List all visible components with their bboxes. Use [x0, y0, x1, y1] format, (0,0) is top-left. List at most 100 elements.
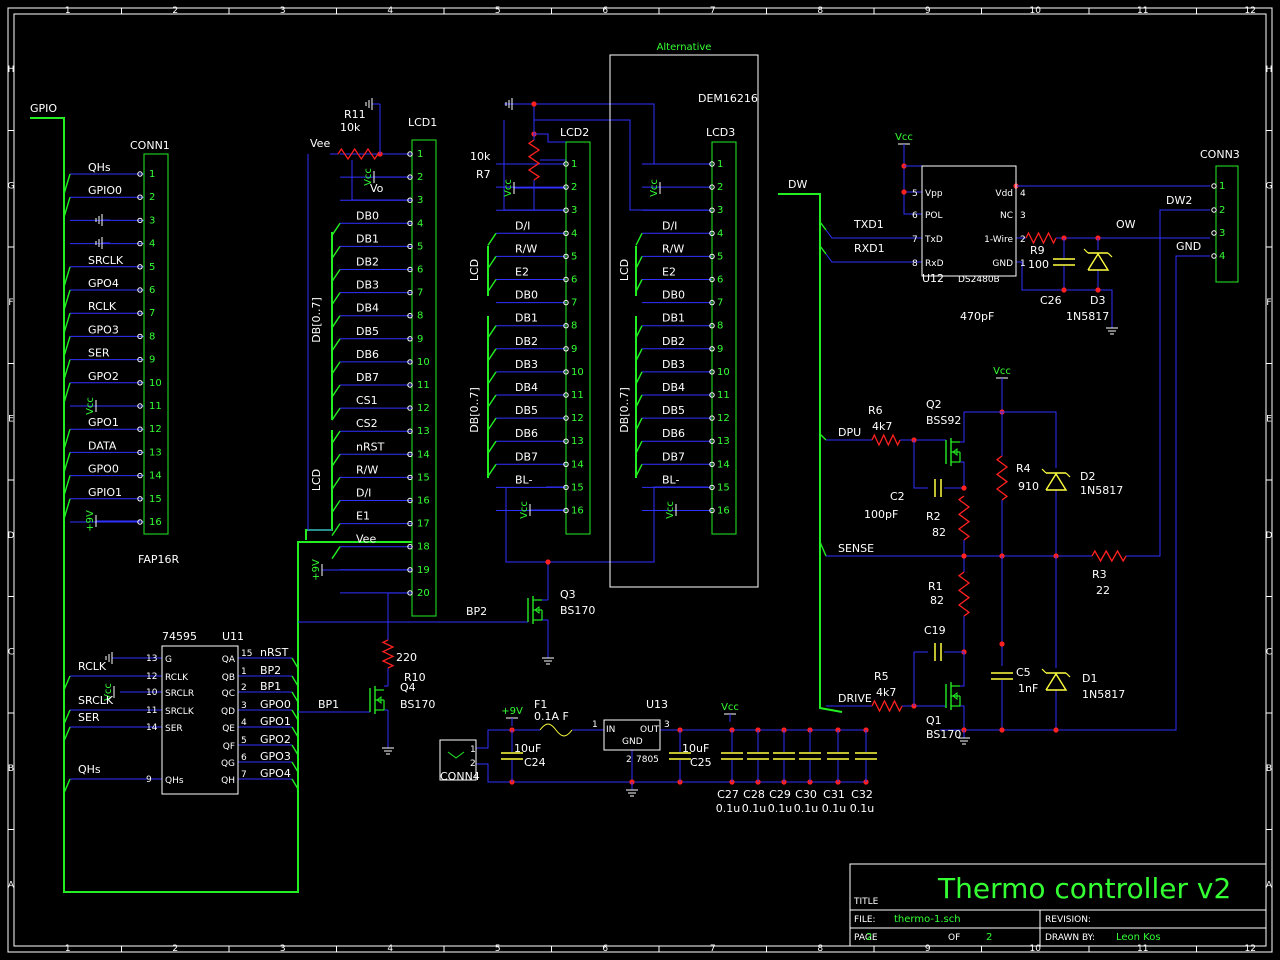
d2-ref: D2: [1080, 470, 1095, 483]
lcd2-lcd-bus-label: LCD: [468, 259, 481, 281]
pin-circle: [563, 346, 569, 352]
bypass-cap-value: 0.1u: [822, 802, 846, 815]
u11-out-net: GPO4: [260, 767, 291, 780]
u11-pin-name: QH: [221, 776, 235, 786]
c25-value: 10uF: [682, 742, 709, 755]
conn3-pin: 2: [1219, 205, 1225, 216]
u11-pin-name: SRCLK: [165, 707, 195, 717]
components: [95, 54, 1239, 797]
u11-out-net: BP1: [260, 680, 281, 693]
conn1-pin-number: 5: [149, 262, 155, 273]
frame-col-label: 12: [1245, 944, 1256, 954]
resistor: [871, 699, 903, 713]
vcc-label: Vcc: [503, 179, 514, 197]
lcd2-pin-number: 3: [571, 205, 577, 216]
diode-bar: [1065, 472, 1071, 478]
bus-entry: [291, 778, 299, 790]
junction-dot: [999, 641, 1005, 647]
u11-pin-number: 1: [241, 667, 247, 677]
vcc-label: Vcc: [85, 397, 96, 415]
pin-circle: [137, 333, 143, 340]
frame-col-label: 6: [602, 944, 608, 954]
pin-circle: [1211, 230, 1217, 236]
lcd2-net-label: BL-: [515, 473, 532, 486]
frame-row-label: B: [1266, 764, 1272, 774]
frame-row-label: D: [8, 531, 15, 541]
bypass-cap-ref: C28: [743, 788, 765, 801]
lcd1-net-label: R/W: [356, 463, 378, 476]
pin-circle: [407, 590, 413, 596]
lcd3-pin-number: 2: [717, 182, 723, 193]
frame-row-label: G: [8, 182, 15, 192]
lcd1-pin-number: 4: [417, 218, 423, 229]
u11-out-net: GPO2: [260, 733, 291, 746]
resistor: [995, 455, 1009, 501]
pin-circle: [137, 496, 143, 502]
bus-entry: [487, 371, 497, 385]
pin-circle: [709, 507, 715, 514]
bus-entry: [487, 348, 497, 362]
file-name: thermo-1.sch: [894, 914, 961, 925]
u11-pin-name: QA: [222, 655, 236, 665]
frame-col-label: 8: [817, 6, 823, 16]
bus-entry: [331, 222, 341, 236]
lcd2-pin-number: 13: [571, 436, 584, 447]
pin-circle: [137, 264, 143, 270]
lcd1-net-label: DB1: [356, 232, 379, 245]
pin-circle: [407, 497, 413, 504]
conn1-pin-number: 3: [149, 215, 155, 226]
lcd2-pin-number: 14: [571, 459, 584, 470]
u13-part: 7805: [636, 755, 659, 765]
lcd1-pin-number: 14: [417, 449, 430, 460]
lcd2-net-label: DB7: [515, 450, 538, 463]
pin-circle: [563, 484, 569, 491]
bus-entry: [291, 709, 299, 721]
r11-ref: R11: [344, 108, 366, 121]
conn3-pin: 3: [1219, 228, 1225, 239]
frame-col-label: 1: [65, 944, 71, 954]
u11-pin-name: QD: [221, 707, 235, 717]
frame-col-label: 3: [280, 944, 286, 954]
q4-ref: Q4: [400, 681, 416, 694]
d3-ref: D3: [1090, 294, 1105, 307]
lcd2-pin-number: 11: [571, 390, 584, 401]
conn1-net-label: GPO0: [88, 463, 119, 476]
lcd1-body: [411, 139, 437, 617]
conn1-pin-number: 1: [149, 169, 155, 180]
ow-net-label: DW: [788, 178, 807, 191]
diode-bar: [1041, 668, 1047, 674]
lcd1-pin-number: 15: [417, 472, 430, 483]
pin-circle: [407, 359, 413, 365]
lcd2-net-label: DB6: [515, 427, 538, 440]
wire: [534, 133, 566, 143]
vcc-label: Vcc: [649, 179, 660, 197]
conn1-pin-number: 7: [149, 308, 155, 319]
conn1-pin-number: 14: [149, 471, 162, 482]
wire: [307, 154, 332, 531]
lcd1-pin-number: 5: [417, 241, 423, 252]
u11-pin-number: 11: [146, 706, 157, 716]
c26-ref: C26: [1040, 294, 1062, 307]
lcd2-pin-number: 5: [571, 251, 577, 262]
r10-value: 220: [396, 651, 417, 664]
pin-circle: [563, 323, 569, 329]
lcd2-pin-number: 16: [571, 506, 584, 517]
frame-row-label: F: [1266, 298, 1271, 308]
page-number: 2: [866, 932, 872, 943]
conn1-type: FAP16R: [138, 553, 179, 566]
vcc-label: Vcc: [103, 683, 114, 701]
diode-bar: [1107, 252, 1113, 258]
frame-col-label: 2: [172, 6, 178, 16]
drawn-by-label: DRAWN BY:: [1045, 933, 1095, 943]
r9-value: 100: [1028, 258, 1049, 271]
u11-pin-name: QHs: [165, 776, 184, 786]
diode-body: [1087, 252, 1110, 271]
bus-entry: [819, 221, 827, 231]
bus-entry: [819, 541, 827, 557]
junction-dot: [999, 727, 1005, 733]
junction-dot: [1053, 727, 1059, 733]
u11-net-label: QHs: [78, 763, 101, 776]
pin-circle: [407, 451, 413, 457]
lcd3-pin-number: 7: [717, 298, 723, 309]
u12-pin: 5: [912, 189, 918, 199]
